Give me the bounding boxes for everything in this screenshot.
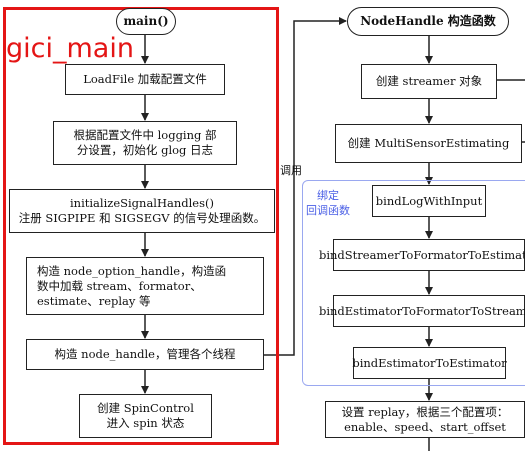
main-start-label: main() bbox=[123, 14, 169, 28]
step-node-option-handle: 构造 node_option_handle，构造函 数中加载 stream、fo… bbox=[26, 257, 264, 315]
bind-callbacks-label: 绑定 回调函数 bbox=[306, 189, 350, 217]
step-node-handle-label: 构造 node_handle，管理各个线程 bbox=[54, 347, 236, 361]
step-signal-handlers: initializeSignalHandles() 注册 SIGPIPE 和 S… bbox=[9, 189, 275, 233]
step-spin-control-label: 创建 SpinControl 进入 spin 状态 bbox=[97, 401, 194, 430]
step-bind-estimator-streamer: bindEstimatorToFormatorToStreamer bbox=[319, 295, 525, 327]
step-bind-estimator-estimator: bindEstimatorToEstimator bbox=[352, 347, 507, 379]
nodehandle-start-node: NodeHandle 构造函数 bbox=[347, 7, 509, 36]
step-spin-control: 创建 SpinControl 进入 spin 状态 bbox=[79, 394, 212, 438]
step-init-logging: 根据配置文件中 logging 部 分设置，初始化 glog 日志 bbox=[53, 121, 237, 165]
step-init-logging-label: 根据配置文件中 logging 部 分设置，初始化 glog 日志 bbox=[73, 128, 217, 157]
step-set-replay: 设置 replay，根据三个配置项： enable、speed、start_of… bbox=[325, 401, 525, 438]
step-create-estimating-label: 创建 MultiSensorEstimating bbox=[347, 136, 510, 150]
step-bind-streamer-estimator: bindStreamerToFormatorToEstimator bbox=[319, 239, 525, 271]
arrow-call-nodehandle bbox=[264, 17, 347, 356]
nodehandle-start-label: NodeHandle 构造函数 bbox=[360, 14, 496, 28]
step-bind-streamer-estimator-label: bindStreamerToFormatorToEstimator bbox=[318, 247, 525, 262]
step-bind-estimator-estimator-label: bindEstimatorToEstimator bbox=[352, 355, 507, 370]
main-start-node: main() bbox=[116, 8, 176, 35]
call-label: 调用 bbox=[280, 164, 302, 177]
step-node-option-handle-label: 构造 node_option_handle，构造函 数中加载 stream、fo… bbox=[37, 263, 227, 308]
step-load-file: LoadFile 加载配置文件 bbox=[65, 64, 225, 95]
gici-main-label: gici_main bbox=[6, 33, 134, 64]
step-bind-log-input-label: bindLogWithInput bbox=[375, 193, 483, 208]
step-create-estimating: 创建 MultiSensorEstimating bbox=[335, 124, 522, 163]
step-create-streamer: 创建 streamer 对象 bbox=[361, 64, 497, 99]
step-set-replay-label: 设置 replay，根据三个配置项： enable、speed、start_of… bbox=[341, 404, 509, 434]
step-load-file-label: LoadFile 加载配置文件 bbox=[83, 72, 207, 86]
bind-callbacks-group bbox=[302, 180, 525, 386]
step-bind-estimator-streamer-label: bindEstimatorToFormatorToStreamer bbox=[318, 303, 525, 318]
step-create-streamer-label: 创建 streamer 对象 bbox=[375, 74, 483, 88]
step-signal-handlers-label: initializeSignalHandles() 注册 SIGPIPE 和 S… bbox=[18, 196, 266, 225]
step-node-handle: 构造 node_handle，管理各个线程 bbox=[26, 339, 264, 370]
step-bind-log-input: bindLogWithInput bbox=[372, 185, 486, 217]
